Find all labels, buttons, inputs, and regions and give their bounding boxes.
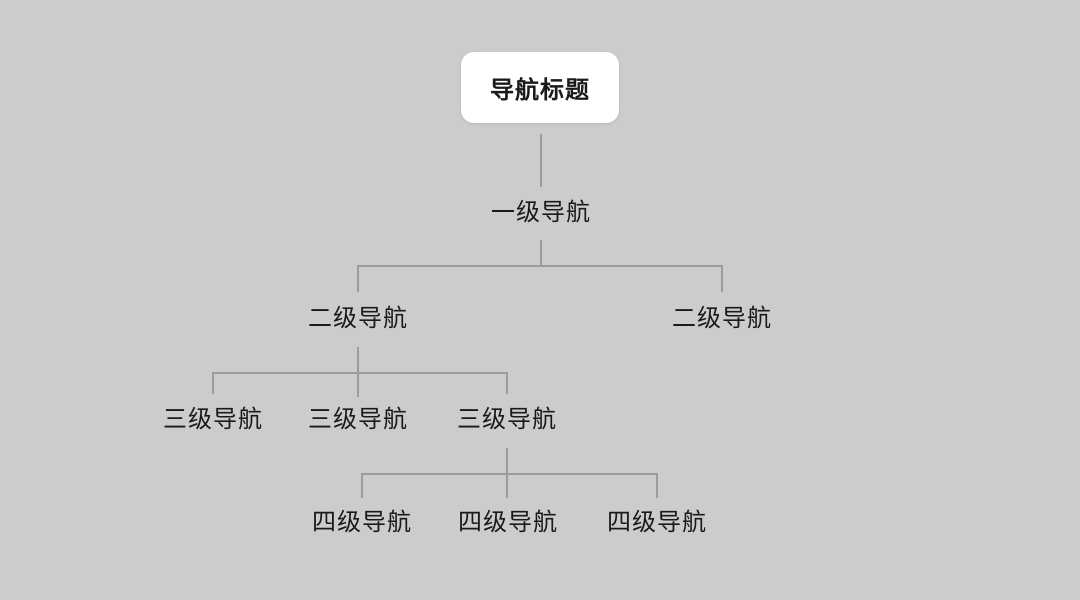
node-nav-title: 导航标题: [461, 52, 619, 123]
connector-level1-drop: [540, 240, 542, 266]
node-level3-3: 三级导航: [457, 406, 557, 433]
connector-level3-hbar: [212, 372, 508, 374]
node-level1: 一级导航: [491, 199, 591, 226]
connector-level4-stub-2: [506, 473, 508, 498]
connector-level3-stub-2: [357, 372, 359, 397]
connector-level2-stub-right: [721, 265, 723, 292]
connector-level3-stub-3: [506, 372, 508, 394]
node-level2-1: 二级导航: [308, 305, 408, 332]
nav-title-label: 导航标题: [490, 77, 590, 104]
connector-level3-stub-1: [212, 372, 214, 394]
node-level3-1: 三级导航: [163, 406, 263, 433]
connector-level4-stub-3: [656, 473, 658, 498]
connector-level2-stub-left: [357, 265, 359, 292]
connector-title-to-level1: [540, 134, 542, 187]
node-level3-2: 三级导航: [308, 406, 408, 433]
node-level4-1: 四级导航: [312, 509, 412, 536]
node-level4-2: 四级导航: [458, 509, 558, 536]
connector-level4-stub-1: [361, 473, 363, 498]
node-level4-3: 四级导航: [607, 509, 707, 536]
connector-level4-hbar: [361, 473, 658, 475]
connector-level3-drop: [506, 448, 508, 474]
node-level2-2: 二级导航: [672, 305, 772, 332]
connector-level2-drop: [357, 347, 359, 373]
connector-level2-hbar: [357, 265, 723, 267]
